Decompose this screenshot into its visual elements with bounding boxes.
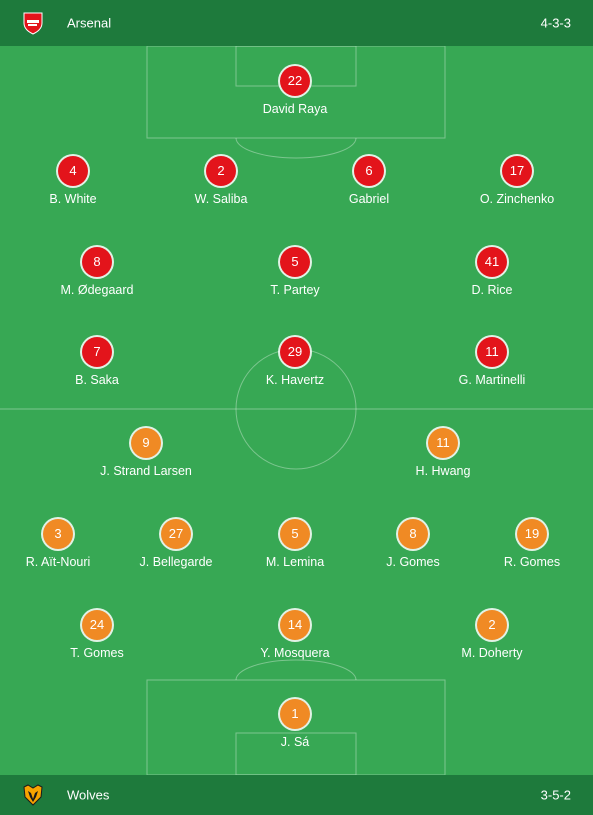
player-number-badge: 17 <box>502 156 532 186</box>
home-player[interactable]: 7 B. Saka <box>27 337 167 387</box>
player-name: G. Martinelli <box>458 373 526 387</box>
player-name: H. Hwang <box>415 464 471 478</box>
away-player[interactable]: 2 M. Doherty <box>422 610 562 660</box>
player-number-badge: 1 <box>280 699 310 729</box>
player-name: R. Aït-Nouri <box>25 555 91 569</box>
player-name: K. Havertz <box>265 373 325 387</box>
away-team-name: Wolves <box>67 787 110 803</box>
away-formation: 3-5-2 <box>540 787 571 803</box>
player-number-badge: 3 <box>43 519 73 549</box>
player-name: R. Gomes <box>503 555 561 569</box>
wolves-crest-icon <box>23 784 43 806</box>
player-number-badge: 8 <box>82 247 112 277</box>
home-player[interactable]: 29 K. Havertz <box>225 337 365 387</box>
player-name: M. Doherty <box>461 646 523 660</box>
player-name: M. Ødegaard <box>60 283 134 297</box>
away-player[interactable]: 24 T. Gomes <box>27 610 167 660</box>
home-player[interactable]: 5 T. Partey <box>225 247 365 297</box>
player-name: O. Zinchenko <box>479 192 555 206</box>
home-player[interactable]: 22 David Raya <box>225 66 365 116</box>
player-name: J. Bellegarde <box>139 555 213 569</box>
player-name: Y. Mosquera <box>260 646 330 660</box>
away-player[interactable]: 8 J. Gomes <box>343 519 483 569</box>
home-player[interactable]: 11 G. Martinelli <box>422 337 562 387</box>
away-team-bar[interactable]: Wolves 3-5-2 <box>0 775 593 815</box>
arsenal-crest-icon <box>23 12 43 35</box>
home-player[interactable]: 41 D. Rice <box>422 247 562 297</box>
away-player[interactable]: 14 Y. Mosquera <box>225 610 365 660</box>
player-name: D. Rice <box>471 283 513 297</box>
player-number-badge: 8 <box>398 519 428 549</box>
away-player[interactable]: 9 J. Strand Larsen <box>76 428 216 478</box>
player-number-badge: 7 <box>82 337 112 367</box>
player-name: Gabriel <box>348 192 390 206</box>
player-number-badge: 19 <box>517 519 547 549</box>
player-name: T. Gomes <box>70 646 124 660</box>
home-player[interactable]: 17 O. Zinchenko <box>447 156 587 206</box>
home-team-bar[interactable]: Arsenal 4-3-3 <box>0 0 593 46</box>
player-number-badge: 6 <box>354 156 384 186</box>
home-player[interactable]: 8 M. Ødegaard <box>27 247 167 297</box>
player-name: J. Strand Larsen <box>100 464 192 478</box>
player-name: B. Saka <box>75 373 119 387</box>
player-number-badge: 29 <box>280 337 310 367</box>
pitch: 22 David Raya 4 B. White 2 W. Saliba 6 G… <box>0 46 593 775</box>
player-name: J. Gomes <box>386 555 440 569</box>
player-number-badge: 4 <box>58 156 88 186</box>
home-team-name: Arsenal <box>67 15 112 31</box>
away-player[interactable]: 19 R. Gomes <box>462 519 593 569</box>
player-name: T. Partey <box>270 283 320 297</box>
player-number-badge: 27 <box>161 519 191 549</box>
player-number-badge: 22 <box>280 66 310 96</box>
player-number-badge: 9 <box>131 428 161 458</box>
player-name: B. White <box>49 192 97 206</box>
player-number-badge: 5 <box>280 247 310 277</box>
pitch-markings <box>0 46 593 775</box>
away-player[interactable]: 3 R. Aït-Nouri <box>0 519 128 569</box>
player-number-badge: 11 <box>428 428 458 458</box>
away-player[interactable]: 5 M. Lemina <box>225 519 365 569</box>
player-name: J. Sá <box>280 735 310 749</box>
away-player[interactable]: 11 H. Hwang <box>373 428 513 478</box>
home-player[interactable]: 4 B. White <box>3 156 143 206</box>
away-player[interactable]: 27 J. Bellegarde <box>106 519 246 569</box>
player-number-badge: 2 <box>477 610 507 640</box>
player-name: M. Lemina <box>265 555 325 569</box>
player-name: W. Saliba <box>194 192 248 206</box>
player-number-badge: 11 <box>477 337 507 367</box>
home-player[interactable]: 6 Gabriel <box>299 156 439 206</box>
player-number-badge: 41 <box>477 247 507 277</box>
player-number-badge: 5 <box>280 519 310 549</box>
home-formation: 4-3-3 <box>540 15 571 31</box>
away-player[interactable]: 1 J. Sá <box>225 699 365 749</box>
player-number-badge: 2 <box>206 156 236 186</box>
player-number-badge: 14 <box>280 610 310 640</box>
home-player[interactable]: 2 W. Saliba <box>151 156 291 206</box>
player-number-badge: 24 <box>82 610 112 640</box>
player-name: David Raya <box>262 102 328 116</box>
